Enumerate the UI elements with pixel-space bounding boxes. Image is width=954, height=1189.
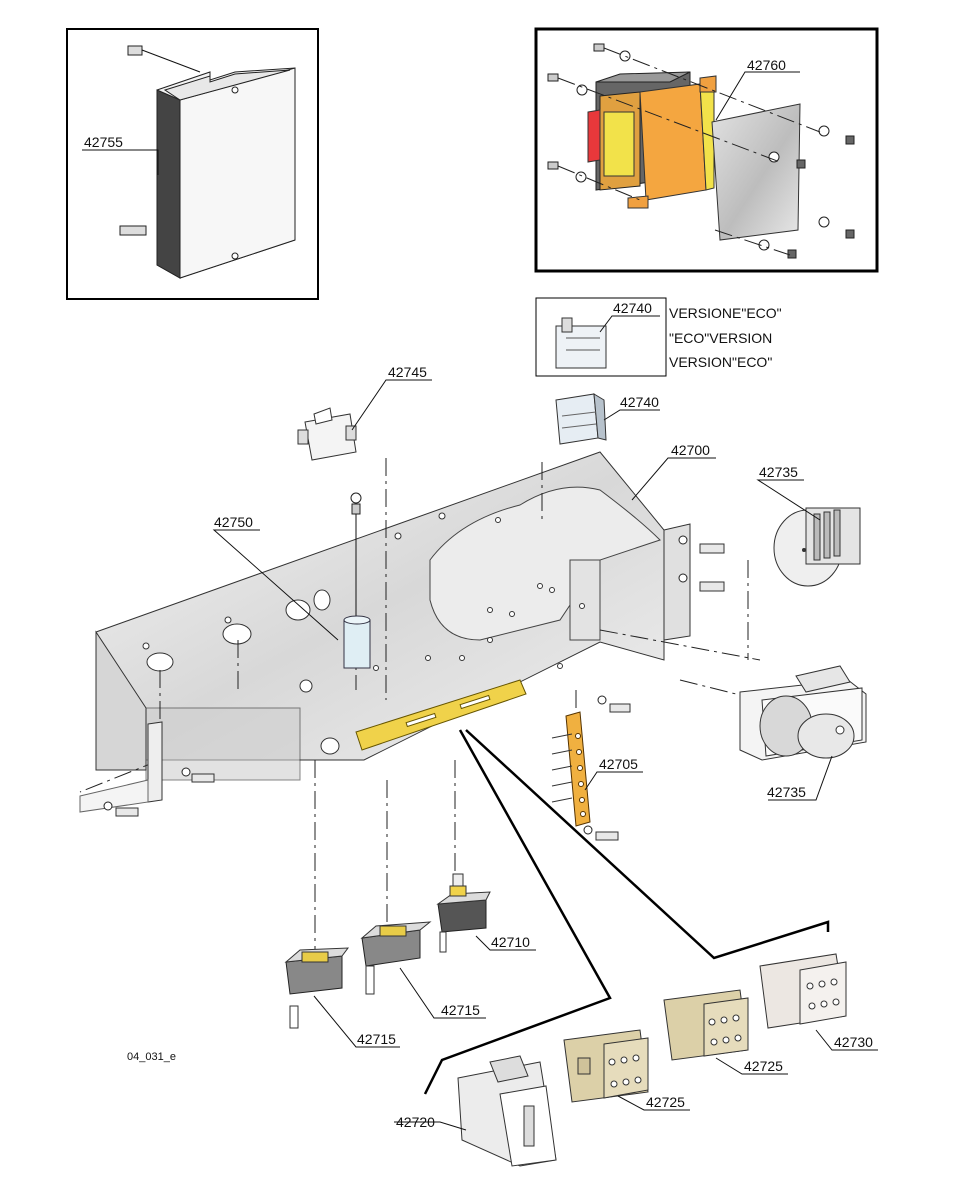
label-42730: 42730 [834, 1034, 873, 1050]
label-42745: 42745 [388, 364, 427, 380]
screw-icon [103, 767, 215, 817]
eco-note-fr: VERSION"ECO" [669, 354, 772, 370]
capacitor-42750: 42750 [212, 492, 371, 669]
label-42750: 42750 [214, 514, 253, 530]
screw-icon [583, 695, 631, 841]
label-42755: 42755 [84, 134, 123, 150]
contactor-42725-a: 42725 [563, 1029, 690, 1111]
main-panel-42700: 42700 [79, 442, 761, 960]
thermostat-42710: 42710 [436, 873, 536, 953]
contactor-callout-lines [423, 729, 830, 1095]
drawing-code: 04_031_e [127, 1051, 176, 1063]
timer-42735-top: 42735 [756, 464, 861, 587]
contactor-42730: 42730 [759, 953, 878, 1051]
contactor-42725-b: 42725 [663, 989, 788, 1075]
label-42735-bottom: 42735 [767, 784, 806, 800]
eco-note-en: "ECO"VERSION [669, 330, 772, 346]
label-42760: 42760 [747, 57, 786, 73]
bracket-left [79, 721, 215, 817]
label-42725-right: 42725 [744, 1058, 783, 1074]
label-42740-eco: 42740 [613, 300, 652, 316]
relay-42740: 42740 [555, 393, 660, 445]
label-42705: 42705 [599, 756, 638, 772]
label-42735-top: 42735 [759, 464, 798, 480]
switch-42715-a: 42715 [360, 921, 486, 1019]
label-42725-left: 42725 [646, 1094, 685, 1110]
inset-cover-42755: 42755 [66, 28, 319, 300]
panel-hole-icon [142, 512, 585, 755]
contactor-42720: 42720 [394, 1055, 557, 1167]
label-42715-right: 42715 [441, 1002, 480, 1018]
screw-icon [678, 535, 725, 592]
switch-42745: 42745 [297, 364, 432, 461]
label-42720: 42720 [396, 1114, 435, 1130]
timer-42735-bottom: 42735 [739, 665, 867, 801]
terminal-strip-42705: 42705 [551, 695, 643, 841]
inset-transformer-42760: 42760 [534, 27, 879, 273]
eco-relay-inset: 42740 VERSIONE"ECO" "ECO"VERSION VERSION… [535, 297, 782, 377]
label-42740: 42740 [620, 394, 659, 410]
eco-note-it: VERSIONE"ECO" [669, 305, 782, 321]
screw-icon [119, 45, 201, 236]
din-rail [355, 679, 527, 751]
switch-42715-b: 42715 [284, 947, 400, 1048]
label-42710: 42710 [491, 934, 530, 950]
label-42700: 42700 [671, 442, 710, 458]
label-42715-left: 42715 [357, 1031, 396, 1047]
